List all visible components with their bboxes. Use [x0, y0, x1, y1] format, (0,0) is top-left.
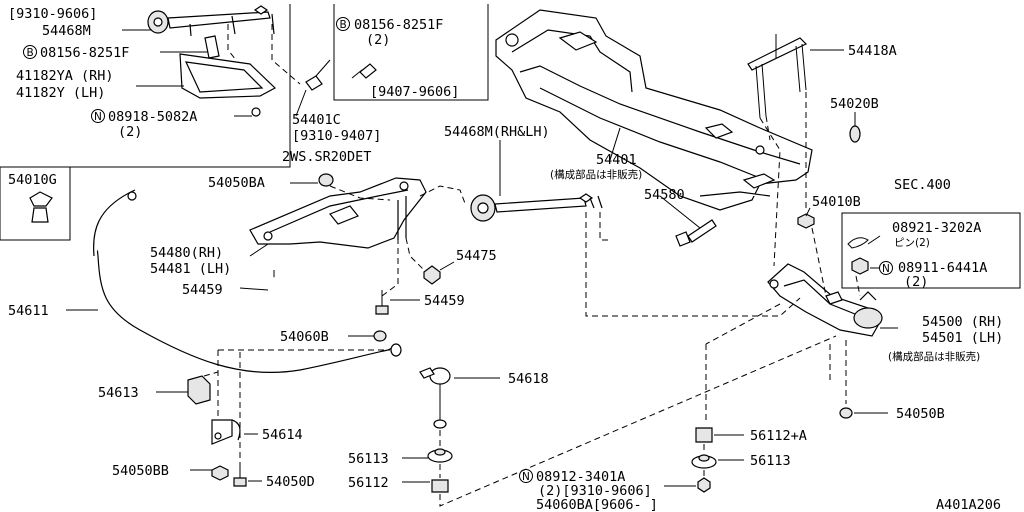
- part-labels: [9310-9606] 54468M 08156-8251F 41182YA (…: [8, 6, 1003, 512]
- label-54459-right: 54459: [424, 293, 465, 309]
- label-54611: 54611: [8, 303, 49, 319]
- label-08156-bolt: 08156-8251F: [40, 45, 129, 61]
- label-41182YA: 41182YA (RH): [16, 68, 114, 84]
- bushing-56112-left: [431, 479, 449, 493]
- nut-symbol-icon: [519, 469, 533, 483]
- label-54475: 54475: [456, 248, 497, 264]
- stabilizer-link-5461B: [419, 367, 451, 429]
- label-sec400: SEC.400: [894, 177, 951, 193]
- label-54481: 54481 (LH): [150, 261, 231, 277]
- label-9407-9606: [9407-9606]: [370, 84, 459, 100]
- label-54468M: 54468M: [42, 23, 91, 39]
- nut-symbol-icon: [879, 261, 893, 275]
- mount-56113-right: [691, 454, 717, 469]
- label-08918-qty: (2): [118, 124, 142, 140]
- label-54500: 54500 (RH): [922, 314, 1003, 330]
- label-54480: 54480(RH): [150, 245, 223, 261]
- nut-54475: [423, 265, 441, 285]
- nut-symbol: N: [94, 111, 102, 123]
- stud-bracket-54418A: [747, 34, 808, 119]
- bushing-54613: [187, 375, 211, 405]
- label-08921: 08921-3202A: [892, 220, 981, 236]
- label-54613: 54613: [98, 385, 139, 401]
- bolt-54050D: [233, 462, 247, 487]
- label-56112: 56112: [348, 475, 389, 491]
- label-54050B: 54050B: [896, 406, 945, 422]
- nut-08912: [697, 477, 711, 493]
- label-date-range: [9310-9606]: [8, 6, 97, 22]
- nut-symbol: N: [522, 471, 530, 483]
- label-pin: ピン(2): [894, 237, 930, 249]
- washer-54020B: [849, 125, 861, 143]
- mount-54010G: [29, 191, 53, 223]
- label-5450x-note: (構成部品は非販売): [888, 350, 980, 363]
- symbol-markers: B N B N N: [23, 17, 893, 483]
- clamp-54614: [211, 419, 241, 445]
- stabilizer-bar-54611: [93, 189, 402, 374]
- label-54010B: 54010B: [812, 194, 861, 210]
- diagram-code: A401A206: [936, 497, 1001, 512]
- label-54020B: 54020B: [830, 96, 879, 112]
- leader-lines: [66, 29, 898, 487]
- label-54401C: 54401C: [292, 112, 341, 128]
- bolt-symbol-icon: [336, 17, 350, 31]
- nut-54010B: [797, 213, 815, 229]
- label-54060BA: 54060BA[9606- ]: [536, 497, 658, 512]
- label-08156-box-qty: (2): [366, 32, 390, 48]
- label-9310-9407: [9310-9407]: [292, 128, 381, 144]
- bushing-54050BA: [318, 173, 334, 187]
- label-54050BB: 54050BB: [112, 463, 169, 479]
- sec400-pin-and-nut: [847, 237, 869, 275]
- label-54580: 54580: [644, 187, 685, 203]
- label-08912: 08912-3401A: [536, 469, 625, 485]
- bolt-symbol: B: [27, 47, 34, 59]
- label-54010G: 54010G: [8, 172, 57, 188]
- bushing-54060B: [373, 330, 387, 342]
- label-54401: 54401: [596, 152, 637, 168]
- label-54060B: 54060B: [280, 329, 329, 345]
- label-54050D: 54050D: [266, 474, 315, 490]
- lower-control-arm-54500: [767, 263, 883, 337]
- frame-boxes: [0, 4, 1021, 289]
- bushing-56112A: [695, 427, 713, 443]
- nut-symbol-icon: [91, 109, 105, 123]
- label-08156-box: 08156-8251F: [354, 17, 443, 33]
- label-2ws-sr20det: 2WS.SR20DET: [282, 149, 371, 165]
- top-left-bracket-assembly: [147, 5, 331, 117]
- link-arm-54468M: [470, 193, 603, 222]
- label-54050BA: 54050BA: [208, 175, 265, 191]
- label-54618: 54618: [508, 371, 549, 387]
- bolt-symbol-icon: [23, 45, 37, 59]
- label-54614: 54614: [262, 427, 303, 443]
- box-bolt: [351, 63, 377, 79]
- dashed-assembly-lines: [203, 24, 861, 507]
- bolt-54459-right: [375, 290, 389, 315]
- crossmember-54401: [495, 9, 813, 211]
- label-54501: 54501 (LH): [922, 330, 1003, 346]
- nut-symbol: N: [882, 263, 890, 275]
- nut-54050B-right: [839, 407, 853, 419]
- label-08911-qty: (2): [904, 274, 928, 290]
- label-08912-qty: (2)[9310-9606]: [538, 483, 652, 499]
- label-41182Y: 41182Y (LH): [16, 85, 105, 101]
- label-54468M-rhlh: 54468M(RH&LH): [444, 124, 550, 140]
- label-56113-left: 56113: [348, 451, 389, 467]
- mount-56113-left: [427, 448, 453, 463]
- label-54401-note: (構成部品は非販売): [550, 168, 642, 181]
- label-08918: 08918-5082A: [108, 109, 197, 125]
- label-54418A: 54418A: [848, 43, 897, 59]
- label-08911: 08911-6441A: [898, 260, 987, 276]
- bolt-symbol: B: [340, 19, 347, 31]
- nut-54050BB: [211, 465, 229, 481]
- label-54459-left: 54459: [182, 282, 223, 298]
- bolt-54580: [675, 219, 717, 247]
- lower-arm-54480: [249, 177, 427, 249]
- label-56112A: 56112+A: [750, 428, 807, 444]
- label-56113-right: 56113: [750, 453, 791, 469]
